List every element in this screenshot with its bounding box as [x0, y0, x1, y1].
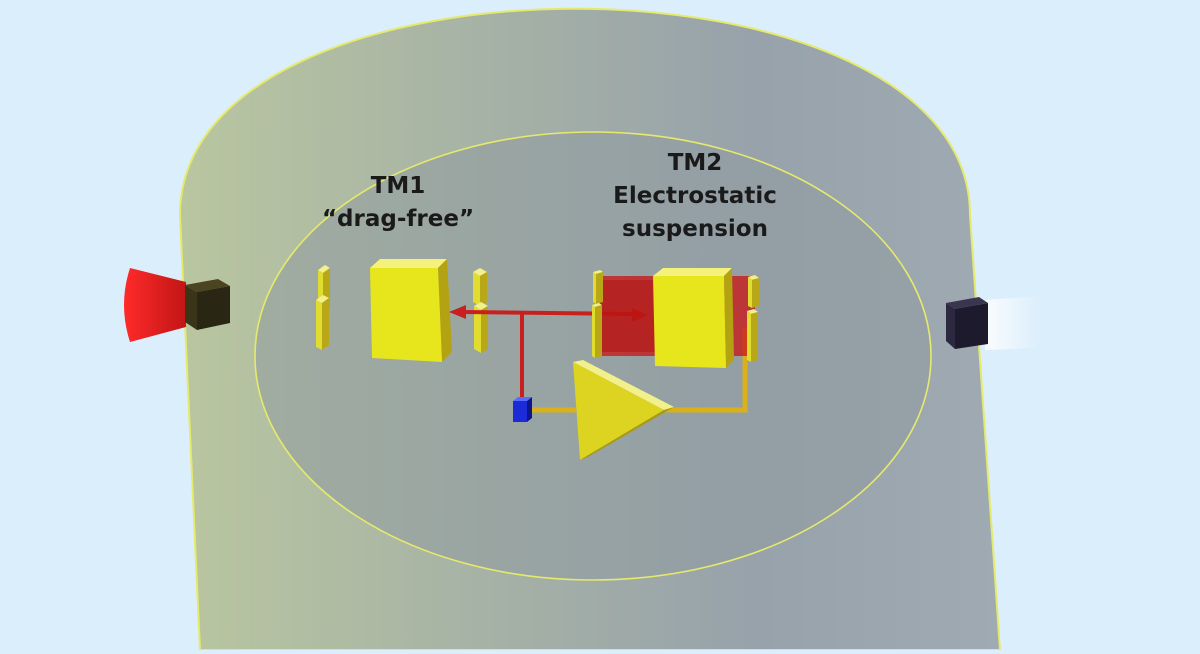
right-thruster	[946, 296, 1040, 350]
tm2-mode-line2: suspension	[622, 216, 768, 242]
tm1-mode: “drag-free”	[321, 206, 475, 232]
laser-arrowhead-tm1	[449, 305, 466, 319]
tm2-label: TM2 Electrostatic suspension	[600, 147, 790, 246]
thruster-cone-icon	[124, 268, 186, 342]
tm1-left-electrodes	[316, 265, 330, 350]
tm1-test-mass	[370, 259, 452, 362]
sensor-node-icon	[513, 397, 532, 422]
amplifier-triangle-icon	[573, 360, 674, 460]
tm1-title: TM1	[370, 173, 426, 199]
left-thruster	[124, 268, 230, 342]
tm2-test-mass	[653, 268, 734, 368]
tm1-right-electrodes	[473, 268, 488, 353]
tm2-electrodes	[592, 270, 759, 362]
tm2-mode-line1: Electrostatic	[613, 183, 777, 209]
tm1-label: TM1 “drag-free”	[318, 170, 478, 236]
tm2-title: TM2	[667, 150, 723, 176]
